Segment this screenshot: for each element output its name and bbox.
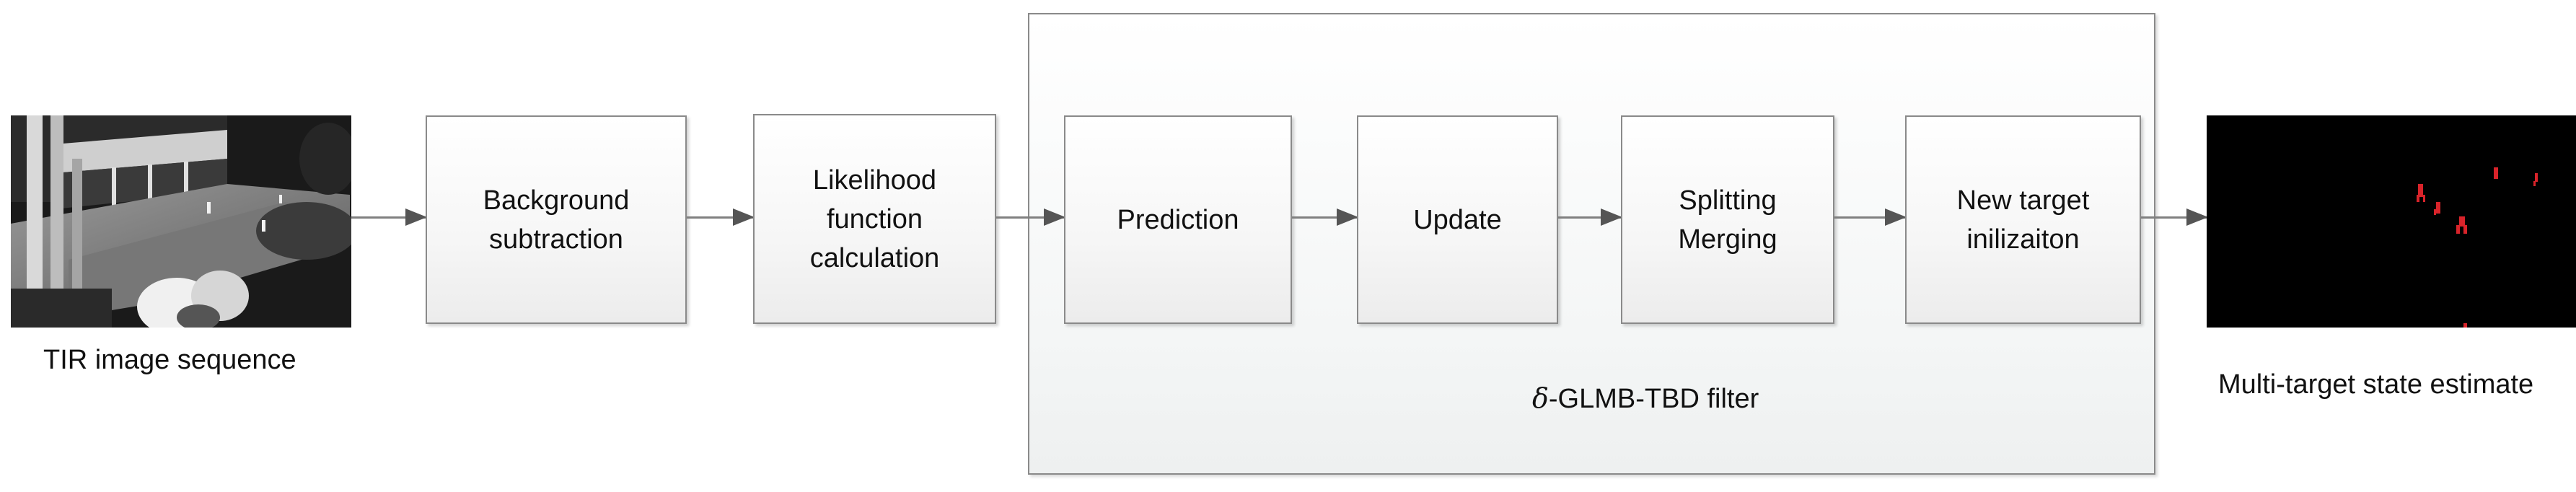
delta-symbol: δ (1532, 382, 1549, 414)
arrow-splitting-to-newtarget (1834, 208, 1907, 226)
filter-name: -GLMB-TBD filter (1548, 384, 1759, 414)
likelihood-label: Likelihood function calculation (809, 164, 940, 273)
splitting-merging-label: Splitting Merging (1678, 185, 1777, 255)
arrow-bg-to-likelihood (687, 208, 755, 226)
background-subtraction-label: Background subtraction (483, 185, 630, 255)
update-label: Update (1413, 204, 1502, 235)
prediction-label: Prediction (1117, 204, 1239, 235)
arrow-prediction-to-update (1292, 208, 1358, 226)
arrow-likelihood-to-prediction (996, 208, 1065, 226)
input-caption: TIR image sequence (43, 345, 296, 375)
likelihood-box: Likelihood function calculation (753, 114, 996, 324)
filter-label: δ-GLMB-TBD filter (1532, 382, 1759, 415)
tir-scene-graphic (11, 115, 351, 328)
new-target-box: New target inilizaiton (1905, 115, 2141, 324)
background-subtraction-box: Background subtraction (426, 115, 687, 324)
update-box: Update (1357, 115, 1558, 324)
splitting-merging-box: Splitting Merging (1621, 115, 1834, 324)
output-estimate-image (2207, 115, 2576, 328)
arrow-input-to-bg (351, 208, 427, 226)
arrow-update-to-splitting (1558, 208, 1622, 226)
prediction-box: Prediction (1064, 115, 1292, 324)
tir-input-image (11, 115, 351, 328)
output-caption: Multi-target state estimate (2218, 369, 2534, 400)
new-target-label: New target inilizaiton (1956, 185, 2090, 255)
arrow-to-output (2141, 208, 2208, 226)
target-markers-graphic (2207, 115, 2576, 328)
